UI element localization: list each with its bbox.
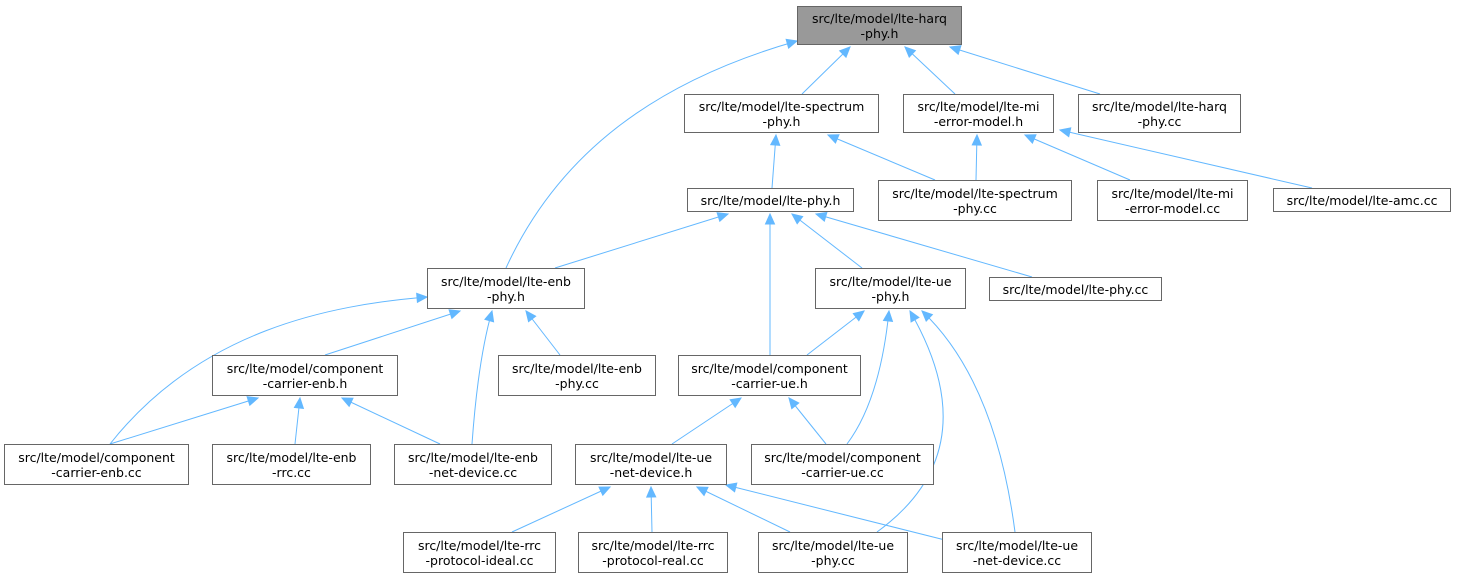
arrowhead-icon	[769, 133, 781, 146]
arrowhead-icon	[764, 212, 776, 225]
edge-lte-phy-cc-to-lte-phy-h	[815, 213, 1033, 278]
arrowhead-icon	[1058, 127, 1072, 138]
node-lte-ue-phy-cc[interactable]: src/lte/model/lte-ue-phy.cc	[758, 532, 908, 573]
node-lte-enb-phy-cc[interactable]: src/lte/model/lte-enb-phy.cc	[498, 355, 656, 396]
arrowhead-icon	[791, 213, 804, 225]
node-lte-enb-net-device-cc[interactable]: src/lte/model/lte-enb-net-device.cc	[394, 444, 552, 485]
edge-lte-enb-net-device-cc-to-lte-enb-phy-h	[471, 310, 493, 445]
arrowhead-icon	[971, 133, 983, 146]
edge-lte-enb-phy-h-to-lte-harq-phy-h	[505, 40, 798, 269]
arrowhead-icon	[716, 212, 730, 223]
arrowhead-icon	[645, 485, 657, 498]
arrowhead-icon	[785, 38, 799, 49]
node-lte-mi-error-model-h[interactable]: src/lte/model/lte-mi-error-model.h	[903, 94, 1054, 133]
arrowhead-icon	[448, 309, 462, 320]
arrowhead-icon	[724, 482, 738, 493]
edge-lte-ue-net-device-cc-to-lte-ue-phy-h	[921, 310, 1016, 533]
node-lte-enb-rrc-cc[interactable]: src/lte/model/lte-enb-rrc.cc	[212, 444, 371, 485]
node-lte-enb-phy-h[interactable]: src/lte/model/lte-enb-phy.h	[427, 268, 585, 309]
arrowhead-icon	[852, 310, 865, 322]
edge-component-carrier-enb-h-to-lte-enb-phy-h	[324, 310, 461, 356]
edge-component-carrier-ue-cc-to-lte-ue-phy-h	[846, 310, 890, 445]
edge-component-carrier-enb-cc-to-component-carrier-enb-h	[109, 397, 259, 445]
arrowhead-icon	[921, 310, 934, 323]
node-lte-spectrum-phy-h[interactable]: src/lte/model/lte-spectrum-phy.h	[684, 94, 879, 133]
node-lte-spectrum-phy-cc[interactable]: src/lte/model/lte-spectrum-phy.cc	[878, 180, 1072, 221]
arrowhead-icon	[882, 309, 894, 322]
arrowhead-icon	[484, 309, 495, 323]
node-lte-mi-error-model-cc[interactable]: src/lte/model/lte-mi-error-model.cc	[1097, 180, 1248, 221]
edge-lte-rrc-protocol-ideal-cc-to-lte-ue-net-device-h	[511, 486, 611, 533]
arrowhead-icon	[598, 486, 612, 497]
arrowhead-icon	[838, 46, 851, 59]
arrowhead-icon	[340, 397, 354, 408]
arrowhead-icon	[788, 397, 800, 410]
edge-lte-enb-phy-h-to-lte-phy-h	[554, 213, 729, 269]
edge-lte-ue-phy-cc-to-lte-ue-net-device-h	[696, 486, 791, 533]
arrowhead-icon	[525, 310, 537, 323]
edge-lte-enb-net-device-cc-to-component-carrier-enb-h	[341, 397, 441, 445]
node-lte-harq-phy-cc[interactable]: src/lte/model/lte-harq-phy.cc	[1078, 94, 1241, 133]
arrowhead-icon	[814, 211, 828, 223]
edge-lte-mi-error-model-cc-to-lte-mi-error-model-h	[1024, 134, 1131, 181]
node-lte-ue-net-device-h[interactable]: src/lte/model/lte-ue-net-device.h	[575, 444, 727, 485]
edge-lte-spectrum-phy-cc-to-lte-spectrum-phy-h	[827, 134, 936, 181]
arrowhead-icon	[695, 486, 709, 497]
arrowhead-icon	[1023, 134, 1037, 144]
node-lte-rrc-protocol-real-cc[interactable]: src/lte/model/lte-rrc-protocol-real.cc	[578, 532, 728, 573]
arrowhead-icon	[909, 309, 920, 323]
edge-lte-ue-phy-cc-to-lte-ue-phy-h	[876, 310, 944, 533]
node-lte-ue-phy-h[interactable]: src/lte/model/lte-ue-phy.h	[815, 268, 966, 309]
edge-lte-amc-cc-to-lte-mi-error-model-h	[1059, 129, 1313, 189]
arrowhead-icon	[904, 46, 917, 59]
edge-lte-mi-error-model-h-to-lte-harq-phy-h	[904, 46, 956, 95]
node-lte-ue-net-device-cc[interactable]: src/lte/model/lte-ue-net-device.cc	[942, 532, 1092, 573]
edge-lte-spectrum-phy-h-to-lte-harq-phy-h	[801, 46, 851, 95]
edge-component-carrier-enb-cc-to-lte-enb-phy-h	[109, 296, 428, 445]
node-component-carrier-ue-h[interactable]: src/lte/model/component-carrier-ue.h	[678, 355, 861, 396]
arrowhead-icon	[293, 396, 305, 410]
arrowhead-icon	[246, 396, 260, 407]
node-lte-harq-phy-h: src/lte/model/lte-harq-phy.h	[797, 6, 962, 45]
node-lte-phy-cc[interactable]: src/lte/model/lte-phy.cc	[989, 277, 1162, 301]
node-component-carrier-ue-cc[interactable]: src/lte/model/component-carrier-ue.cc	[751, 444, 934, 485]
arrowhead-icon	[416, 292, 429, 304]
node-lte-phy-h[interactable]: src/lte/model/lte-phy.h	[687, 188, 854, 212]
node-component-carrier-enb-cc[interactable]: src/lte/model/component-carrier-enb.cc	[4, 444, 189, 485]
edge-lte-ue-net-device-h-to-component-carrier-ue-h	[671, 397, 742, 445]
edge-lte-harq-phy-cc-to-lte-harq-phy-h	[949, 46, 1101, 95]
node-lte-rrc-protocol-ideal-cc[interactable]: src/lte/model/lte-rrc-protocol-ideal.cc	[403, 532, 556, 573]
edge-lte-ue-net-device-cc-to-lte-ue-net-device-h	[725, 484, 946, 541]
edge-component-carrier-ue-h-to-lte-ue-phy-h	[806, 310, 865, 356]
arrowhead-icon	[948, 45, 962, 56]
node-lte-amc-cc[interactable]: src/lte/model/lte-amc.cc	[1273, 188, 1451, 212]
arrowhead-icon	[729, 397, 743, 409]
edge-lte-ue-phy-h-to-lte-phy-h	[791, 213, 863, 269]
node-component-carrier-enb-h[interactable]: src/lte/model/component-carrier-enb.h	[212, 355, 398, 396]
arrowhead-icon	[826, 134, 840, 144]
